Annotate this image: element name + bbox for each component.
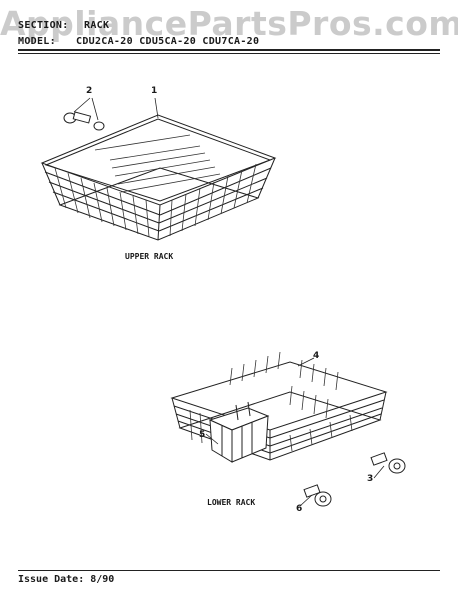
leader-line-3 [373,465,385,479]
callout-5: 5 [199,430,206,440]
header-rule [18,49,440,51]
header-rule-thin [18,53,440,54]
leader-line-5 [205,433,219,445]
silverware-basket [208,401,270,463]
callout-2: 2 [86,86,93,96]
leader-line-2b [91,97,99,121]
callout-3: 3 [367,474,374,484]
lower-rack-tines [189,351,353,452]
model-numbers: CDU2CA-20 CDU5CA-20 CDU7CA-20 [76,36,260,47]
lower-rack-caption: LOWER RACK [207,498,256,507]
leader-line-2a [73,97,91,113]
leader-line-6 [299,494,313,507]
lower-rack-wheel-front [303,484,332,507]
lower-rack-wheel-right [370,452,406,474]
callout-6: 6 [296,504,303,514]
watermark: AppliancePartsPros.com [0,4,458,43]
leader-line-4 [297,357,315,367]
model-label: MODEL: [18,36,56,47]
upper-rack-wires [54,134,257,238]
issue-date: Issue Date: 8/90 [18,574,115,585]
callout-4: 4 [313,351,320,361]
section-value: RACK [84,20,110,31]
callout-1: 1 [151,86,158,96]
section-label: SECTION: [18,20,69,31]
upper-rack-caption: UPPER RACK [125,252,174,261]
upper-rack-wheel-part [63,111,105,131]
leader-line-1 [154,97,159,119]
footer-rule [18,570,440,571]
